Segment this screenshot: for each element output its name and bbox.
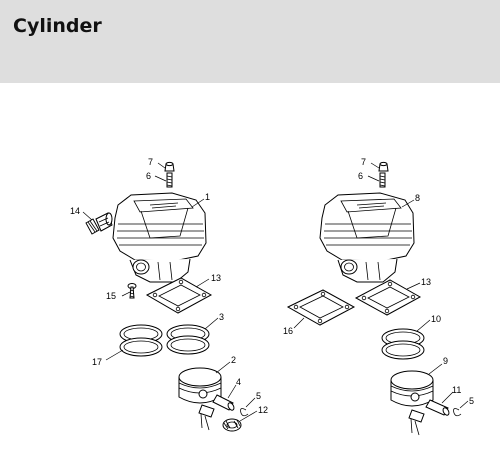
part-6-stud-left[interactable] [166, 172, 173, 188]
part-14-decompression-valve[interactable] [85, 212, 113, 235]
part-16-gasket[interactable] [286, 289, 356, 326]
part-2-piston[interactable] [178, 367, 222, 404]
callout-5: 5 [256, 391, 261, 401]
part-4-wrist-pin[interactable] [212, 394, 235, 411]
page-title: Cylinder [13, 15, 102, 37]
connecting-rod-end [198, 404, 215, 431]
callout-6: 6 [146, 171, 151, 181]
callout-4: 4 [236, 377, 241, 387]
left-assembly: 7 6 1 14 13 15 3 17 2 4 5 12 [70, 157, 268, 432]
callout-5: 5 [469, 396, 474, 406]
callout-13: 13 [211, 273, 221, 283]
part-7-cap-left[interactable] [164, 161, 175, 172]
part-12-needle-bearing[interactable] [222, 418, 242, 432]
callout-13: 13 [421, 277, 431, 287]
callout-12: 12 [258, 405, 268, 415]
callout-3: 3 [219, 312, 224, 322]
part-5-clip-left[interactable] [240, 408, 249, 417]
part-7-cap-right[interactable] [378, 161, 389, 172]
callout-8: 8 [415, 193, 420, 203]
part-15-screw[interactable] [127, 283, 137, 299]
part-3-piston-rings[interactable] [166, 324, 210, 355]
header-bar: Cylinder [0, 0, 500, 83]
part-13-gasket-left[interactable] [145, 277, 213, 314]
callout-15: 15 [106, 291, 116, 301]
callout-7: 7 [361, 157, 366, 167]
part-6-stud-right[interactable] [379, 172, 386, 188]
callout-7: 7 [148, 157, 153, 167]
right-assembly: 7 6 8 13 16 10 9 11 5 [283, 157, 474, 436]
part-8-cylinder[interactable] [319, 192, 415, 283]
part-13-gasket-right[interactable] [354, 279, 422, 316]
callout-17: 17 [92, 357, 102, 367]
callout-1: 1 [205, 192, 210, 202]
callout-2: 2 [231, 355, 236, 365]
part-10-piston-rings[interactable] [381, 328, 425, 360]
part-11-wrist-pin[interactable] [425, 399, 450, 416]
part-1-cylinder-left[interactable] [112, 192, 207, 283]
connecting-rod-end-right [408, 409, 425, 436]
callout-14: 14 [70, 206, 80, 216]
callout-10: 10 [431, 314, 441, 324]
callout-11: 11 [452, 385, 461, 395]
callout-9: 9 [443, 356, 448, 366]
callout-6: 6 [358, 171, 363, 181]
part-5-clip-right[interactable] [453, 408, 462, 417]
part-17-piston-rings[interactable] [119, 324, 163, 357]
callout-16: 16 [283, 326, 293, 336]
part-9-piston[interactable] [390, 370, 434, 407]
